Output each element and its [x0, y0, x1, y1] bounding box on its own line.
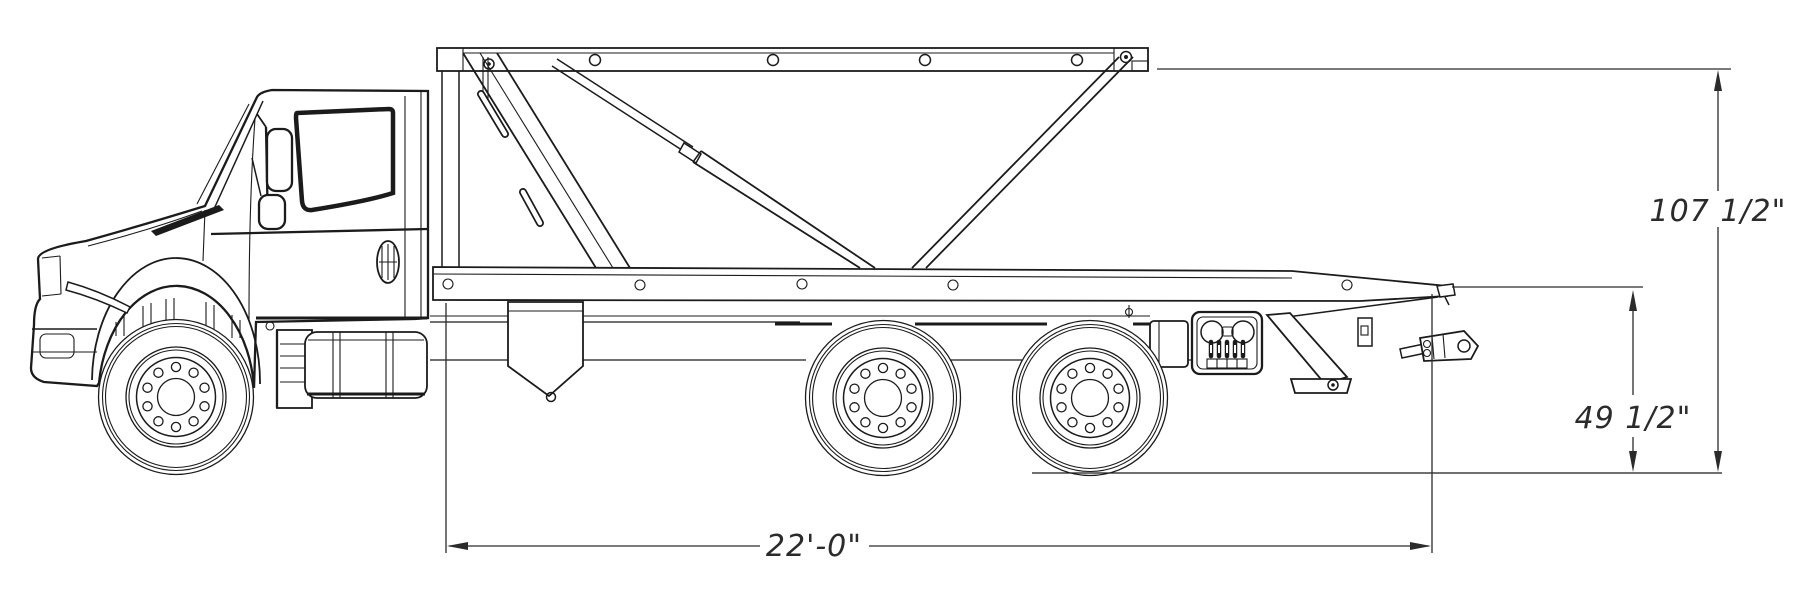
dimension-body-length: 22'-0": [445, 294, 1433, 564]
hydraulic-reservoir: [507, 301, 584, 403]
frame-bracket: [1357, 317, 1373, 347]
grille: [41, 255, 62, 297]
hydraulic-cylinder: [551, 58, 876, 269]
boom-rear-strut: [911, 50, 1134, 269]
rear-underbody: [1149, 310, 1480, 394]
deck-side-rail: [432, 266, 1448, 302]
front-bumper: [32, 328, 97, 359]
boom-front-beam: [462, 52, 631, 269]
dimension-overall-height: 107 1/2": [1157, 68, 1787, 472]
front-wheel: [97, 318, 255, 476]
rear-wheel-1: [804, 319, 962, 477]
door-handle: [376, 240, 400, 284]
dimension-deck-height: 49 1/2": [1452, 286, 1692, 472]
dimension-label-deck-height: 49 1/2": [1575, 401, 1692, 436]
boom-rail: [436, 47, 1149, 72]
headlight: [65, 281, 131, 314]
dimension-label-body-length: 22'-0": [766, 529, 862, 564]
flatbed-deck: [432, 266, 1456, 320]
chassis-frame: [430, 301, 1195, 403]
door-window: [293, 106, 396, 213]
fuel-tank: [304, 331, 428, 399]
side-mirrors: [251, 113, 294, 231]
control-levers: [1208, 339, 1246, 359]
front-fender-arch: [91, 257, 261, 385]
deck-tail-lip: [1436, 283, 1456, 298]
mirror-spot: [257, 193, 287, 231]
rear-wheel-2: [1011, 319, 1169, 477]
mirror-main: [265, 127, 294, 193]
windshield-edge: [196, 103, 250, 205]
control-panel: [1190, 310, 1264, 376]
wiper-blade: [151, 205, 224, 236]
tilt-boom-assembly: [436, 47, 1149, 269]
cab: [29, 88, 430, 409]
door-front-gap: [248, 118, 256, 321]
dimension-label-overall-height: 107 1/2": [1650, 194, 1787, 229]
rear-stabilizer: [1265, 312, 1353, 394]
pintle-hitch: [1399, 330, 1480, 362]
